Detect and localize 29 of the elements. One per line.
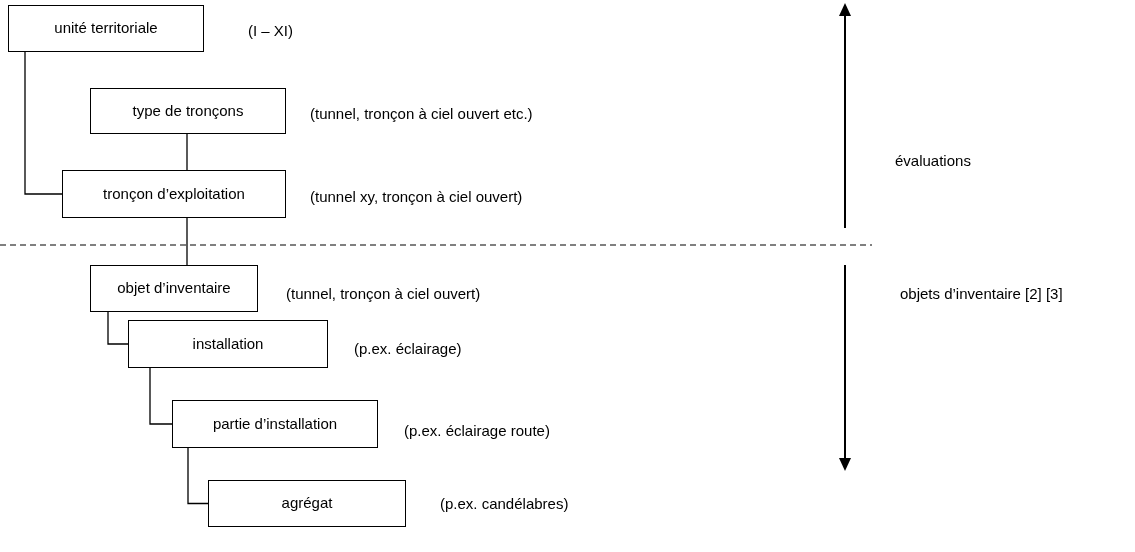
- example-note: (tunnel, tronçon à ciel ouvert): [286, 284, 481, 304]
- hierarchy-box: [8, 5, 204, 52]
- box-label: agrégat: [281, 493, 333, 514]
- box-label: objet d’inventaire: [117, 278, 231, 299]
- box-label: type de tronçons: [132, 100, 244, 121]
- hierarchy-box: [90, 88, 286, 134]
- hierarchy-box: [208, 480, 406, 527]
- connector-line: [187, 447, 209, 505]
- example-note: (p.ex. éclairage route): [404, 421, 550, 441]
- example-note: (I – XI): [248, 21, 293, 41]
- example-note: (p.ex. candélabres): [440, 494, 569, 514]
- connector-line: [186, 133, 188, 171]
- level-label: objets d’inventaire [2] [3]: [900, 284, 1063, 304]
- hierarchy-box: [62, 170, 286, 218]
- hierarchy-box: [128, 320, 328, 368]
- level-label: évaluations: [895, 151, 971, 171]
- example-note: (tunnel xy, tronçon à ciel ouvert): [310, 187, 523, 207]
- example-note: (tunnel, tronçon à ciel ouvert etc.): [310, 104, 533, 124]
- connector-line: [24, 51, 63, 195]
- box-label: unité territoriale: [54, 18, 158, 39]
- box-label: tronçon d’exploitation: [103, 183, 245, 204]
- hierarchy-box: [90, 265, 258, 312]
- connector-line: [149, 367, 173, 425]
- box-label: partie d’installation: [212, 413, 338, 434]
- box-label: installation: [192, 333, 264, 354]
- hierarchy-box: [172, 400, 378, 448]
- connector-line: [107, 311, 129, 345]
- connector-line: [186, 217, 188, 266]
- example-note: (p.ex. éclairage): [354, 339, 462, 359]
